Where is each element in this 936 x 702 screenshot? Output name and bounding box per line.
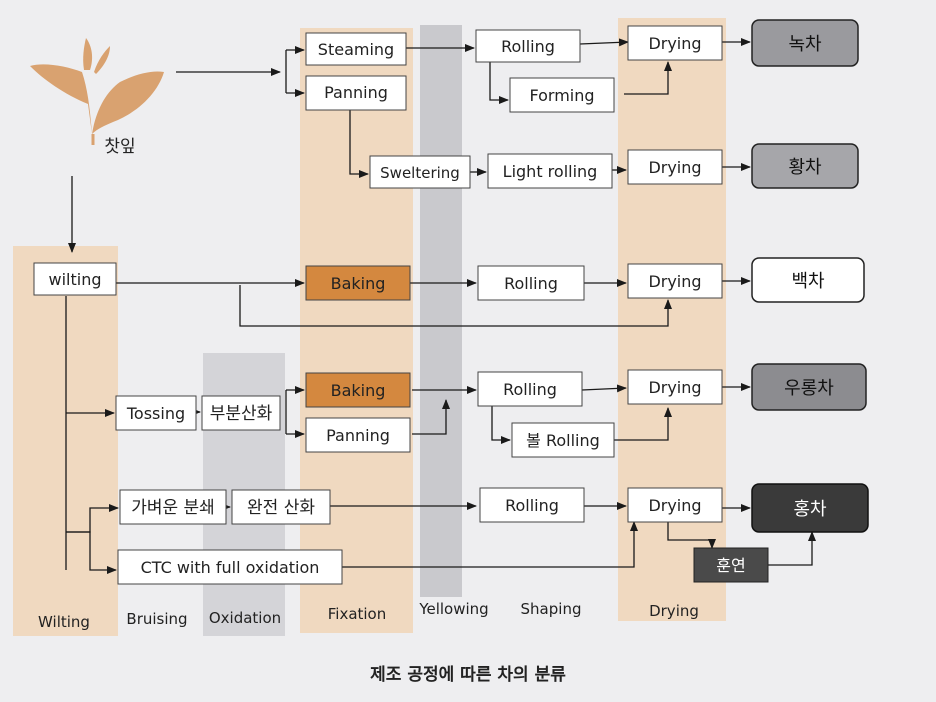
node-tossing: Tossing [115, 395, 197, 431]
figure-caption: 제조 공정에 따른 차의 분류 [370, 665, 566, 685]
svg-text:Rolling: Rolling [505, 496, 559, 515]
svg-text:Tossing: Tossing [126, 404, 185, 423]
node-rolling-black: Rolling [479, 487, 585, 523]
svg-text:Rolling: Rolling [501, 37, 555, 56]
svg-text:Baking: Baking [331, 274, 386, 293]
svg-text:Panning: Panning [324, 83, 388, 102]
stage-label-bruising: Bruising [126, 610, 187, 628]
svg-text:Baking: Baking [331, 381, 386, 400]
svg-text:CTC with full oxidation: CTC with full oxidation [141, 558, 320, 577]
svg-text:홍차: 홍차 [793, 499, 827, 520]
node-forming: Forming [509, 77, 615, 113]
fixation-stage-band [300, 28, 413, 633]
svg-text:황차: 황차 [788, 157, 822, 178]
svg-text:Sweltering: Sweltering [380, 164, 460, 182]
svg-text:Drying: Drying [648, 272, 701, 291]
flow-connectors [65, 38, 816, 574]
node-baking-oolong: Baking [305, 372, 411, 408]
svg-text:부분산화: 부분산화 [210, 404, 273, 424]
black-tea-node: 홍차 [751, 483, 869, 533]
svg-text:Panning: Panning [326, 426, 390, 445]
svg-text:Drying: Drying [648, 34, 701, 53]
node-drying-oolong: Drying [627, 369, 723, 405]
node-rolling-green: Rolling [475, 29, 581, 63]
node-ctc: CTC with full oxidation [117, 549, 343, 585]
node-partial-oxidation: 부분산화 [201, 395, 281, 431]
svg-text:Drying: Drying [648, 378, 701, 397]
svg-text:Rolling: Rolling [503, 380, 557, 399]
node-drying-green: Drying [627, 25, 723, 61]
svg-text:Drying: Drying [648, 158, 701, 177]
svg-text:Light rolling: Light rolling [503, 162, 598, 181]
node-drying-white: Drying [627, 263, 723, 299]
node-ball-rolling: 볼 Rolling [511, 422, 615, 458]
white-tea-node: 백차 [751, 257, 865, 303]
green-tea-node: 녹차 [751, 19, 859, 67]
svg-text:훈연: 훈연 [716, 556, 745, 575]
svg-text:볼 Rolling: 볼 Rolling [526, 431, 600, 450]
svg-text:Forming: Forming [529, 86, 594, 105]
node-smoking: 훈연 [693, 547, 769, 583]
svg-text:백차: 백차 [791, 271, 825, 292]
svg-text:녹차: 녹차 [788, 34, 822, 55]
stage-label-oxidation: Oxidation [209, 609, 281, 627]
svg-text:가벼운 분쇄: 가벼운 분쇄 [131, 498, 215, 518]
stage-label-yellowing: Yellowing [418, 600, 488, 618]
oolong-tea-node: 우롱차 [751, 363, 867, 411]
svg-text:wilting: wilting [49, 270, 102, 289]
yellowing-stage-band [420, 25, 462, 597]
node-rolling-oolong: Rolling [477, 371, 583, 407]
leaf-label: 찻잎 [104, 137, 135, 157]
svg-text:Steaming: Steaming [318, 40, 394, 59]
node-drying-black: Drying [627, 487, 723, 523]
node-full-oxidation: 완전 산화 [231, 489, 331, 525]
yellow-tea-node: 황차 [751, 143, 859, 189]
node-baking-white: Baking [305, 265, 411, 301]
node-light-crushing: 가벼운 분쇄 [119, 489, 227, 525]
node-wilting: wilting [33, 262, 117, 296]
svg-text:우롱차: 우롱차 [784, 378, 834, 399]
stage-label-fixation: Fixation [328, 605, 387, 623]
tea-leaf-icon [30, 38, 164, 145]
node-panning-oolong: Panning [305, 417, 411, 453]
svg-text:완전 산화: 완전 산화 [247, 498, 315, 518]
node-drying-yellow: Drying [627, 149, 723, 185]
node-rolling-white: Rolling [477, 265, 585, 301]
node-steaming: Steaming [305, 32, 407, 66]
svg-text:Rolling: Rolling [504, 274, 558, 293]
stage-label-drying: Drying [649, 602, 699, 620]
stage-label-wilting: Wilting [38, 613, 90, 631]
node-panning-green: Panning [305, 75, 407, 111]
node-light-rolling: Light rolling [487, 153, 613, 189]
svg-text:Drying: Drying [648, 496, 701, 515]
node-sweltering: Sweltering [369, 155, 471, 189]
stage-label-shaping: Shaping [521, 600, 582, 618]
